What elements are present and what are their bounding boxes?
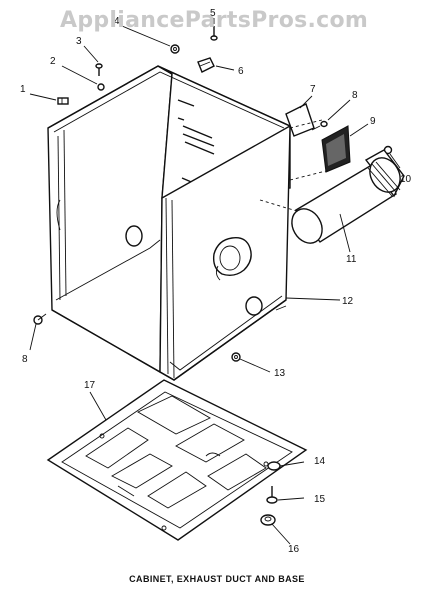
part-16-foot [260, 514, 276, 526]
watermark: AppliancePartsPros.com [60, 8, 369, 33]
callout-11: 11 [346, 254, 357, 265]
callout-10: 10 [400, 174, 412, 185]
callout-3: 3 [76, 36, 82, 47]
part-4-nut [170, 44, 180, 54]
callout-15: 15 [314, 494, 326, 505]
exhaust-opening [212, 237, 252, 277]
part-6-bracket [197, 57, 215, 73]
callout-8: 8 [352, 90, 358, 101]
diagram-caption: CABINET, EXHAUST DUCT AND BASE [129, 574, 305, 584]
callout-2: 2 [50, 56, 56, 67]
callout-14: 14 [314, 456, 326, 467]
callout-5: 5 [210, 8, 216, 19]
part-1-screw [57, 97, 69, 105]
callout-7: 7 [310, 84, 316, 95]
callout-12: 12 [342, 296, 354, 307]
callout-16: 16 [288, 544, 300, 555]
part-7-plate [285, 103, 315, 137]
callout-1: 1 [20, 84, 26, 95]
part-3-screw [95, 63, 103, 76]
callout-8-left: 8 [22, 354, 28, 365]
cabinet-top-rim [47, 65, 291, 129]
callout-13: 13 [274, 368, 286, 379]
cabinet-left-panel [47, 65, 173, 374]
part-14-nut [267, 461, 281, 471]
part-11-exhaust-duct [291, 149, 405, 244]
part-17-base [46, 379, 308, 541]
part-8-screw-left [33, 313, 47, 325]
part-5-screw [210, 26, 218, 41]
callout-17: 17 [84, 380, 96, 391]
callout-6: 6 [238, 66, 244, 77]
part-15-leveling-leg [266, 486, 278, 504]
callout-4: 4 [114, 16, 120, 27]
part-9-screen [321, 125, 351, 173]
part-2-screw [97, 83, 105, 91]
callout-9: 9 [370, 116, 376, 127]
part-13-nut [231, 352, 241, 362]
part-8-screw [311, 120, 328, 131]
